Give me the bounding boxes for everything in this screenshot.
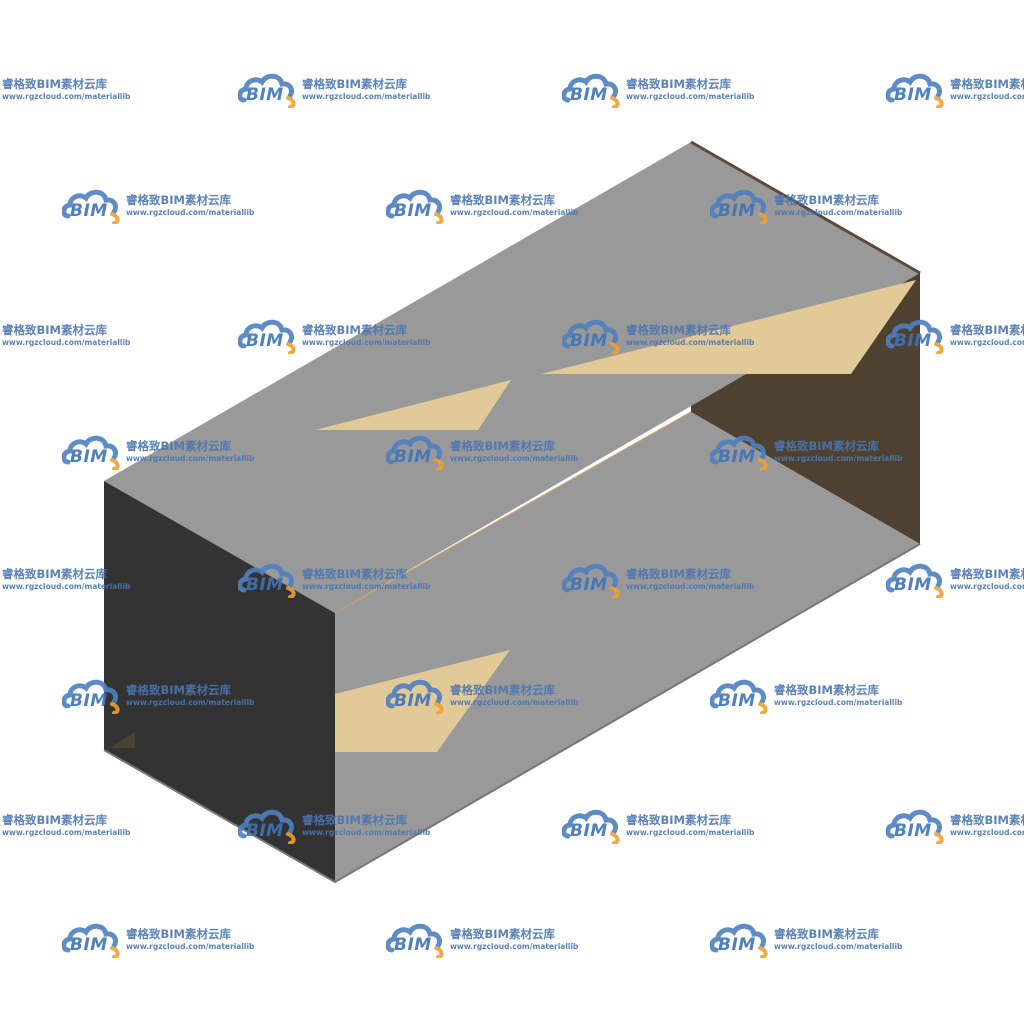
duct-bottom-edge [103,543,921,884]
duct-top-face [104,142,920,613]
corner-mark [110,732,135,748]
duct-top-ridge [690,140,921,275]
duct-seam-line [334,411,692,614]
accent-panel-top-left [315,380,511,430]
duct-side-face [335,412,920,882]
accent-panel-top-right [541,280,916,374]
